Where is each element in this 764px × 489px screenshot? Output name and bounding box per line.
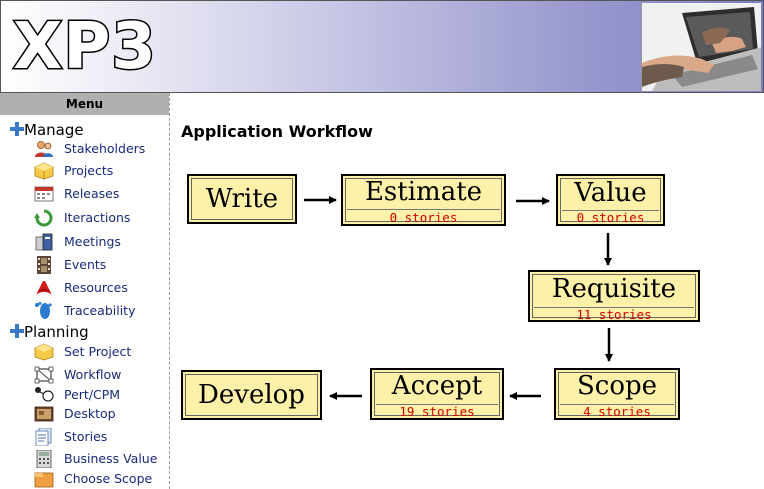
menu-item-label: Choose Scope [64,471,153,486]
events-icon [37,256,51,274]
step-label: Accept [391,371,483,401]
menu-title: Menu [0,93,169,115]
step-estimate[interactable]: Estimate 0 stories [341,174,506,226]
projects-icon [34,162,54,180]
iterations-icon [34,209,53,227]
step-count: 4 stories [583,404,651,419]
menu-group-label: Planning [24,323,89,341]
step-divider [562,210,659,211]
step-divider [534,307,694,308]
expand-plus-icon[interactable] [10,122,24,136]
menu-item-label: Resources [64,280,128,295]
menu-item-label: Set Project [64,344,132,359]
releases-icon [34,186,54,202]
resources-icon [36,281,52,295]
set-project-icon [34,343,54,361]
step-label: Write [205,184,279,214]
step-label: Value [574,178,647,208]
menu-item-label: Iteractions [64,210,131,225]
header-photo [641,3,761,91]
menu-item-label: Stories [64,429,108,444]
step-label: Scope [576,371,658,401]
step-write[interactable]: Write [187,174,297,224]
step-label: Develop [198,380,305,410]
step-count: 11 stories [576,307,652,322]
calculator-icon [36,450,52,468]
menu-item-label: Releases [64,186,120,201]
menu-group-manage[interactable]: Manage [10,120,84,140]
sidebar-menu: Menu Manage Stakeholders Projects Releas… [0,93,170,489]
step-develop[interactable]: Develop [181,370,322,420]
menu-group-planning[interactable]: Planning [10,322,89,342]
step-label: Estimate [364,177,483,207]
step-count: 0 stories [389,210,458,225]
stories-icon [35,428,52,446]
menu-group-label: Manage [24,121,84,139]
step-count: 0 stories [576,210,645,225]
pert-icon [35,387,54,402]
step-accept[interactable]: Accept 19 stories [370,368,504,420]
menu-item-label: Workflow [64,367,122,382]
step-count: 19 stories [399,404,475,419]
app-logo[interactable]: XP3 [12,9,158,86]
step-scope[interactable]: Scope 4 stories [554,368,680,420]
desktop-icon [34,406,54,422]
menu-item-label: Business Value [64,451,158,466]
menu-item-label: Projects [64,163,114,178]
scope-icon [34,472,54,488]
workflow-icon [34,366,54,384]
step-value[interactable]: Value 0 stories [556,174,665,226]
meetings-icon [35,233,53,251]
menu-item-label: Events [64,257,107,272]
menu-item-label: Traceability [64,303,136,318]
menu-item-label: Desktop [64,406,116,421]
expand-plus-icon[interactable] [10,324,24,338]
step-divider [560,404,674,405]
step-divider [347,209,500,210]
menu-item-label: Meetings [64,234,121,249]
menu-item-label: Stakeholders [64,141,146,156]
header-banner: XP3 [0,0,764,93]
traceability-icon [35,302,52,319]
stakeholders-icon [35,141,53,157]
step-label: Requisite [551,274,677,304]
page-title: Application Workflow [181,122,373,141]
step-divider [376,404,498,405]
menu-item-label: Pert/CPM [64,387,121,402]
step-requisite[interactable]: Requisite 11 stories [528,270,700,322]
